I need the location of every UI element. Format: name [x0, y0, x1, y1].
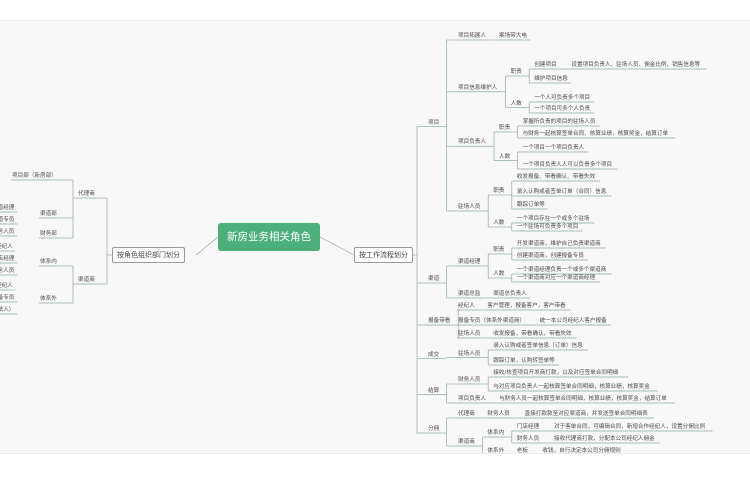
topic-node[interactable]: 经纪人: [458, 303, 475, 309]
leaf-node[interactable]: 一个项目可多个人负责: [534, 106, 591, 112]
leaf-node[interactable]: 一个驻场可负责多个项目: [516, 224, 579, 230]
section-node[interactable]: 报备带看: [428, 318, 451, 324]
dept-node[interactable]: 体系外: [40, 296, 57, 302]
root-topic[interactable]: 新房业务相关角色: [218, 223, 320, 251]
mindmap-connectors: [0, 39, 713, 453]
topic-node[interactable]: 职责: [499, 125, 511, 131]
topic-node[interactable]: 体系外: [487, 448, 505, 454]
leaf-node[interactable]: 跟踪订单等: [516, 202, 545, 208]
dept-node[interactable]: 财务部: [40, 231, 57, 237]
clipped-leaf-node[interactable]: 渠道经理: [0, 205, 15, 211]
branch-workflow[interactable]: 按工作流程划分: [354, 247, 413, 263]
topic-node[interactable]: 人数: [493, 271, 505, 277]
topic-node[interactable]: 职责: [510, 69, 522, 75]
topic-node[interactable]: 项目负责人: [458, 139, 486, 146]
branch-org[interactable]: 按角色组织部门划分: [112, 247, 185, 263]
leaf-node[interactable]: 创建渠道商，创建报备专员: [516, 253, 584, 259]
leaf-node[interactable]: 一个渠道商对应一个渠道商经理: [516, 275, 596, 281]
topic-node[interactable]: 渠道经理: [458, 259, 481, 265]
topic-node[interactable]: 项目负责人: [458, 396, 486, 402]
leaf-node[interactable]: 一个渠道经理负责一个或多个渠道商: [516, 267, 607, 273]
dept-node[interactable]: 体系内: [40, 259, 57, 265]
leaf-node[interactable]: 开发渠道商，维护自己负责渠道商: [516, 241, 601, 247]
leaf-node[interactable]: 与对应项目负责人一起核算签单合同明细，核算业绩，核算奖金: [493, 384, 650, 390]
group-node[interactable]: 渠道商: [78, 277, 95, 283]
clipped-leaf-node[interactable]: 财务人员: [0, 268, 15, 274]
topic-node[interactable]: 财务人员: [458, 377, 481, 383]
topic-node[interactable]: 财务人员: [516, 436, 540, 442]
topic-node[interactable]: 驻场人员: [458, 350, 481, 357]
leaf-node[interactable]: 一个项目一个项目负责人: [522, 145, 585, 151]
leaf-node[interactable]: 一个项目存在一个或多个驻场: [516, 216, 590, 222]
section-node[interactable]: 成交: [428, 351, 440, 358]
leaf-node[interactable]: 录入认购或者签单订单（合同）信息: [516, 189, 607, 195]
topic-node[interactable]: 人数: [510, 100, 522, 107]
clipped-leaf-node[interactable]: 门店经理: [0, 256, 15, 262]
leaf-node[interactable]: 与财务人员一起核算签单合同明细，核算业绩，核算奖金，结算订单: [499, 396, 667, 402]
section-node[interactable]: 分佣: [428, 426, 440, 432]
leaf-node[interactable]: 跟踪订单，认购转签单等: [493, 358, 555, 364]
leaf-node[interactable]: 收发报备，带看确认，带看失效: [493, 331, 572, 337]
detail-node[interactable]: 对于客单合同，可编辑合同，新增合作经纪人，设置分佣比例: [554, 424, 706, 430]
topic-node[interactable]: 体系内: [487, 430, 505, 436]
clipped-leaf-node[interactable]: 经纪人: [0, 244, 13, 250]
topic-node[interactable]: 维护项目信息: [534, 76, 568, 82]
topic-node[interactable]: 项目拓展人: [458, 33, 486, 39]
clipped-leaf-node[interactable]: 财务人员: [0, 229, 15, 235]
leaf-node[interactable]: 录入认购或者签单信息（订单）信息: [493, 343, 583, 349]
leaf-node[interactable]: 与财务一起核算签单合同、核算业绩，核算奖金，结算订单: [522, 131, 669, 137]
topic-node[interactable]: 职责: [493, 247, 505, 253]
topic-node[interactable]: 老板: [516, 448, 528, 454]
leaf-node[interactable]: 一个人可负责多个项目: [534, 95, 591, 101]
leaf-node[interactable]: 一个项目负责人人可以负责多个项目: [522, 162, 613, 168]
detail-node[interactable]: 收钱，自行决定本公司分佣规则: [542, 448, 621, 454]
connector-line: [319, 236, 355, 256]
leaf-node[interactable]: 接收/核查项目开发商打款，以及对应签单合同明细: [493, 370, 619, 376]
topic-node[interactable]: 渠道总监: [458, 291, 481, 297]
detail-node[interactable]: 设置项目负责人、驻场人员、佣金比例、销售信息等: [571, 62, 701, 68]
mindmap-canvas: 案场带大电 项目拓展人创建项目 设置项目负责人、驻场人员、佣金比例、销售信息等维护项…: [0, 20, 750, 454]
group-node[interactable]: 代理商: [78, 191, 95, 197]
clipped-leaf-node[interactable]: 经纪人: [0, 283, 13, 289]
topic-node[interactable]: 创建项目: [534, 62, 557, 68]
detail-node[interactable]: 接收代理商打款，分配本公司经纪人佣金: [554, 436, 655, 442]
topic-node[interactable]: 项目信息维护人: [458, 84, 498, 91]
topic-node[interactable]: 驻场人员: [458, 204, 481, 210]
section-node[interactable]: 结算: [428, 387, 440, 394]
clipped-leaf-node[interactable]: 报备专员: [0, 295, 15, 301]
connector-line: [195, 236, 219, 256]
topic-node[interactable]: 报备专员（体系外渠道商）: [458, 318, 526, 324]
topic-node[interactable]: 代理商: [458, 411, 475, 417]
topic-node[interactable]: 职责: [493, 188, 505, 194]
detail-node[interactable]: 直接打款款至对应渠道商，并发送签单合同明细表: [524, 411, 648, 417]
clipped-leaf-node[interactable]: 渠道专员: [0, 217, 15, 223]
leaf-node[interactable]: 收发报备、带看确认、带看失效: [516, 174, 596, 180]
leaf-node[interactable]: 掌握所负责的项目的驻场人员: [522, 119, 596, 125]
section-node[interactable]: 渠道: [428, 276, 440, 282]
leaf-node[interactable]: 统一本公司经纪人客户报备: [539, 318, 607, 324]
leaf-node[interactable]: 客户管理，报备客户，客户带看: [487, 303, 566, 309]
leaf-node[interactable]: 案场带大电: [499, 33, 527, 39]
topic-node[interactable]: 财务人员: [487, 411, 510, 417]
topic-node[interactable]: 渠道商: [458, 439, 475, 445]
dept-node[interactable]: 项目部（新房部）: [12, 173, 57, 179]
topic-node[interactable]: 人数: [499, 153, 511, 160]
dept-node[interactable]: 渠道部: [40, 211, 57, 217]
leaf-node[interactable]: 渠道总负责人: [493, 291, 527, 297]
topic-node[interactable]: 驻场人员: [458, 331, 481, 337]
section-node[interactable]: 项目: [428, 119, 440, 126]
topic-node[interactable]: 人数: [493, 220, 505, 226]
topic-node[interactable]: 门店经理: [516, 424, 540, 430]
clipped-leaf-node[interactable]: （法人）: [0, 307, 15, 313]
